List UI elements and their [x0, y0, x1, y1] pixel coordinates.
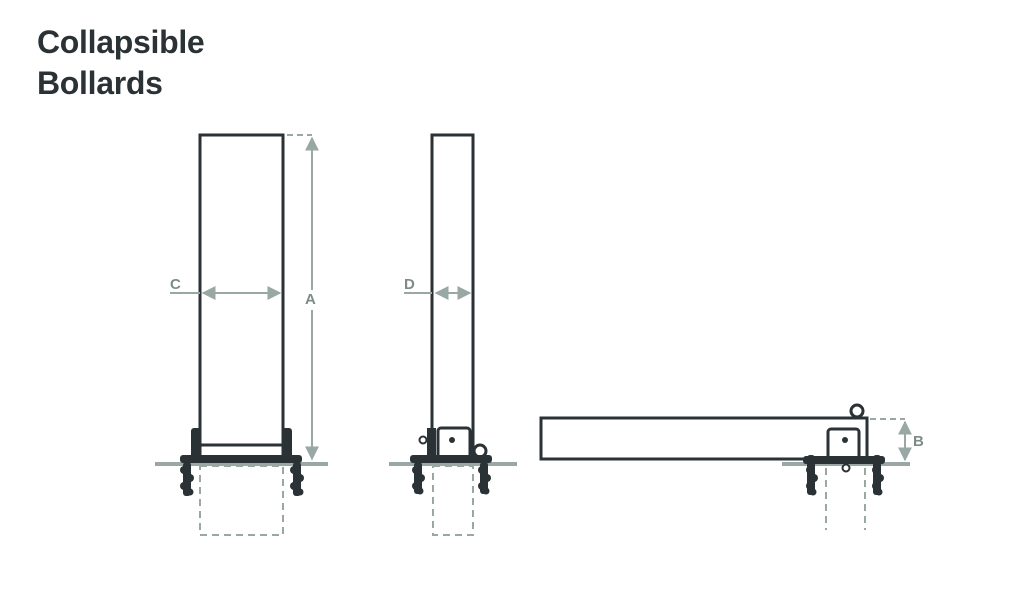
front-view-upright: A C — [155, 133, 328, 536]
title-line-2: Bollards — [37, 65, 163, 101]
footing-outline — [199, 465, 284, 536]
anchor-bolt-icon — [806, 455, 818, 496]
dimension-b-label: B — [913, 433, 924, 450]
lock-loop-icon — [418, 435, 428, 445]
hinge-bracket — [436, 426, 472, 460]
bollard-post — [198, 133, 285, 459]
anchor-bolt-icon — [290, 462, 304, 496]
anchor-bolt-icon — [478, 462, 491, 495]
anchor-bolt-icon — [180, 462, 194, 496]
hinge-bracket — [826, 427, 861, 461]
side-view-collapsed: B — [539, 403, 924, 530]
base-plate — [410, 455, 492, 463]
title-line-1: Collapsible — [37, 24, 205, 60]
dimension-a-label: A — [305, 291, 316, 308]
anchor-bolt-icon — [412, 462, 425, 495]
footing-outline — [432, 465, 474, 536]
dimension-c-label: C — [170, 276, 181, 293]
hinge-pin-icon — [849, 403, 865, 419]
bollard-post — [430, 133, 475, 459]
diagram-title: Collapsible Bollards — [37, 22, 205, 104]
side-view-upright: D — [389, 133, 517, 536]
dimension-d-label: D — [404, 276, 415, 293]
anchor-bolt-icon — [872, 455, 884, 496]
bollard-post-folded — [539, 416, 869, 461]
lock-loop-icon — [841, 463, 851, 473]
base-plate — [180, 455, 302, 463]
base-plate — [803, 456, 885, 464]
